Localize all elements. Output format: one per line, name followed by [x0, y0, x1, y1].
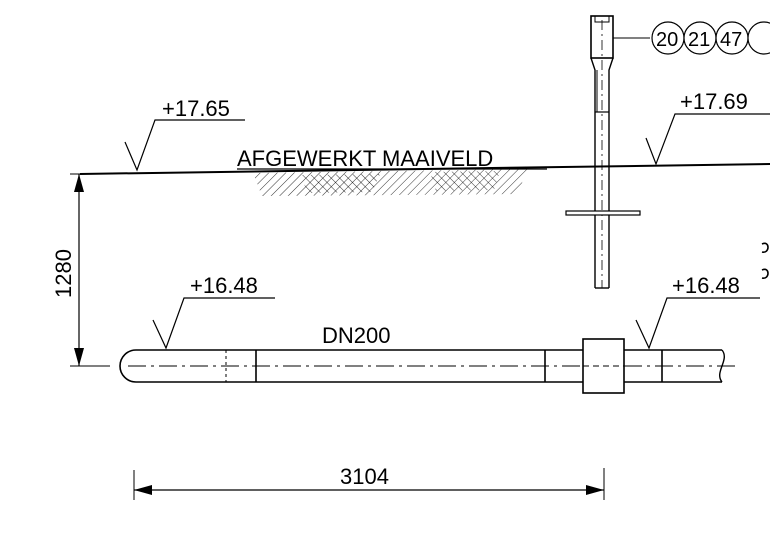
bubble-21: 21 — [688, 29, 710, 51]
dimension-depth: 1280 — [51, 173, 110, 367]
ground-label: AFGEWERKT MAAIVELD — [237, 146, 493, 171]
bubble-47: 47 — [720, 29, 742, 51]
level-marker-ground-right: +17.69 — [645, 89, 770, 166]
ground-hatch — [253, 169, 527, 196]
post-base-plate — [565, 210, 641, 216]
cut-off-dimension-fragment — [761, 242, 769, 279]
dimension-length: 3104 — [133, 464, 605, 500]
level-ground-left: +17.65 — [162, 96, 230, 121]
reference-bubbles: 20 21 47 — [613, 21, 770, 55]
vertical-post — [565, 15, 641, 289]
level-pipe-left: +16.48 — [190, 273, 258, 298]
level-marker-pipe-left: +16.48 — [152, 273, 275, 350]
level-marker-pipe-right: +16.48 — [635, 273, 760, 350]
pipe-dn200 — [119, 338, 735, 394]
dimension-depth-label: 1280 — [51, 249, 76, 298]
dimension-length-label: 3104 — [340, 464, 389, 489]
bubble-20: 20 — [656, 29, 678, 51]
level-pipe-right: +16.48 — [672, 273, 740, 298]
level-marker-ground-left: +17.65 — [124, 96, 245, 172]
level-ground-right: +17.69 — [680, 89, 748, 114]
pipe-label: DN200 — [322, 323, 390, 348]
